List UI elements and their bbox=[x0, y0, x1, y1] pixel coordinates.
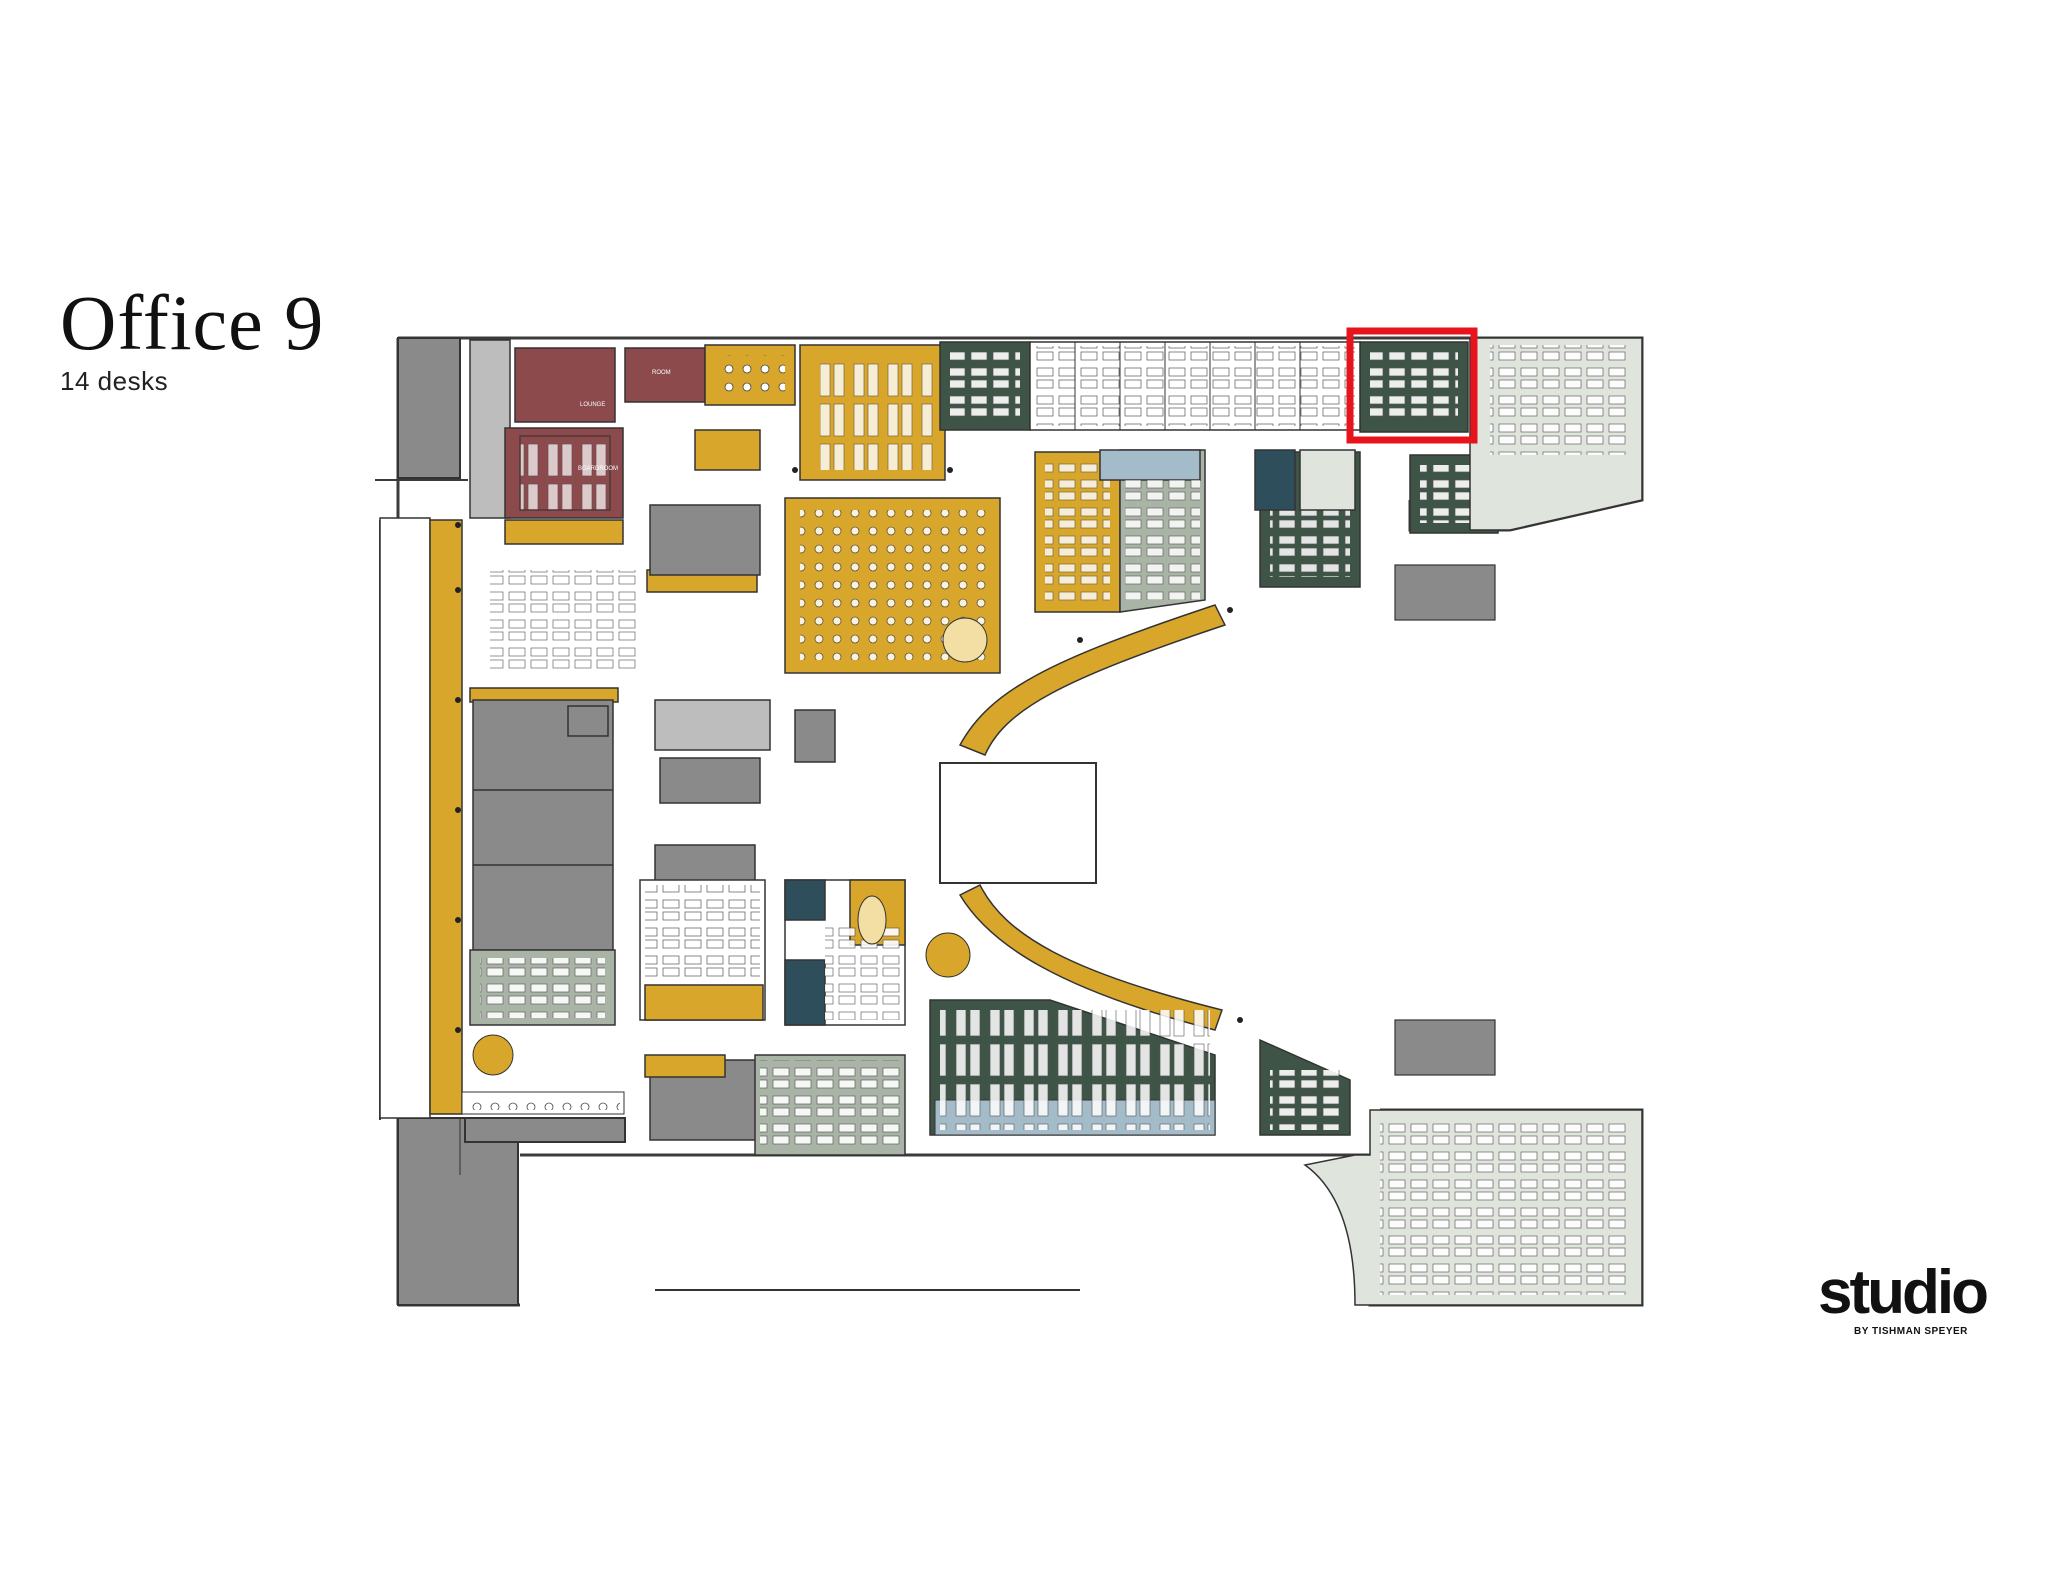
room-label: ROOM bbox=[652, 370, 671, 376]
curved-bench-top bbox=[958, 604, 1227, 756]
logo-byline: BY TISHMAN SPEYER bbox=[1854, 1326, 1968, 1337]
mustard-corridor bbox=[429, 519, 463, 1115]
page-title: Office 9 bbox=[60, 279, 325, 366]
lounge-label: LOUNGE bbox=[580, 402, 605, 408]
core-left bbox=[379, 337, 626, 1306]
logo-word: studio bbox=[1818, 1258, 1989, 1327]
desk-count: 14 desks bbox=[60, 366, 169, 396]
maroon-rooms bbox=[504, 347, 706, 519]
studio-logo: studio BY TISHMAN SPEYER bbox=[1818, 1262, 2018, 1342]
office-9-highlight bbox=[1346, 327, 1478, 444]
curved-bench-bottom bbox=[958, 883, 1223, 1031]
boardroom-label: BOARDROOM bbox=[578, 466, 618, 472]
